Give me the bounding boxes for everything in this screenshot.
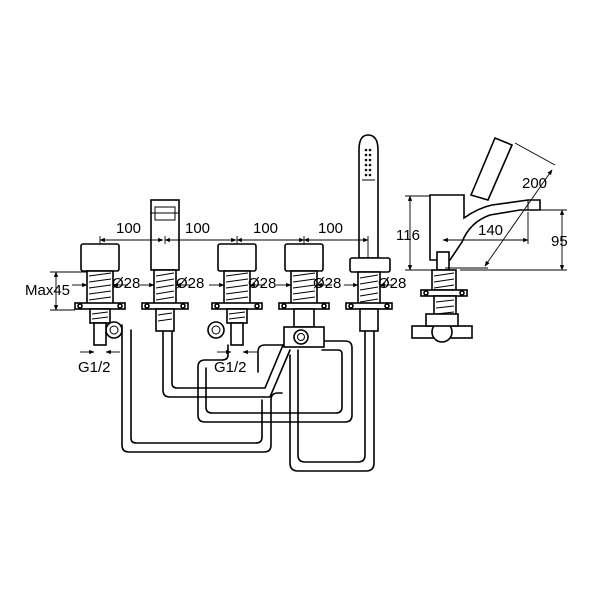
diverter-4 [278,243,330,348]
valve-1 [74,243,126,346]
dimension-lines [50,142,567,355]
dim-thread-2: G1/2 [214,359,247,376]
dim-spacing-4: 100 [318,220,343,237]
dim-length-200: 200 [522,175,547,192]
dim-diameter-3: Ø28 [248,275,276,292]
dim-max-deck: Max45 [25,282,70,299]
dim-height-95: 95 [551,233,568,250]
dim-spacing-1: 100 [116,220,141,237]
dim-spacing-2: 100 [185,220,210,237]
spout-2 [141,199,189,332]
dim-diameter-2: Ø28 [176,275,204,292]
hoses [121,324,375,472]
dim-diameter-4: Ø28 [313,275,341,292]
dim-diameter-5: Ø28 [378,275,406,292]
dim-thread-1: G1/2 [78,359,111,376]
dim-spacing-3: 100 [253,220,278,237]
shower-handset-5 [345,134,393,332]
dim-diameter-1: Ø28 [112,275,140,292]
valve-3 [207,243,263,346]
dim-reach-140: 140 [478,222,503,239]
dimension-labels: 100 100 100 100 Max45 Ø28 Ø28 Ø28 Ø28 Ø2… [25,175,568,376]
dim-height-116: 116 [396,227,420,244]
